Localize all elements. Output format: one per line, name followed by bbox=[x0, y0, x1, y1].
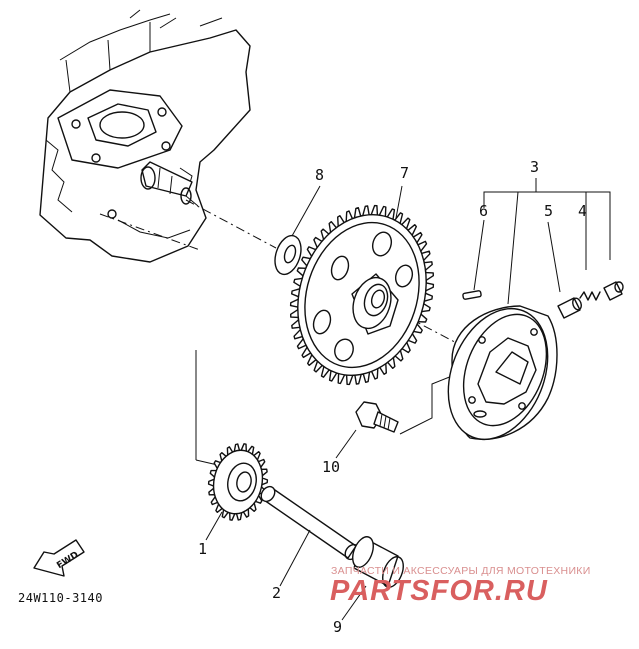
assembly-center-line bbox=[99, 199, 471, 435]
callout-2: 2 bbox=[272, 584, 281, 602]
callout-3-bracket bbox=[483, 178, 611, 305]
callout-labels: 8 7 3 6 5 4 10 1 2 9 bbox=[198, 158, 587, 636]
callout-6: 6 bbox=[479, 202, 488, 220]
callout-7: 7 bbox=[400, 164, 409, 182]
fwd-direction-arrow: FWD bbox=[33, 539, 85, 577]
part-7-starter-wheel-gear bbox=[289, 185, 435, 386]
part-2-idler-shaft bbox=[260, 485, 360, 587]
engine-crankcase bbox=[39, 9, 251, 263]
callout-8: 8 bbox=[315, 166, 324, 184]
callout-5: 5 bbox=[544, 202, 553, 220]
callout-4: 4 bbox=[578, 202, 587, 220]
part-5-roller bbox=[557, 297, 582, 319]
part-8-washer bbox=[274, 185, 321, 276]
watermark-tagline: ЗАПЧАСТИ И АКСЕССУАРЫ ДЛЯ МОТОТЕХНИКИ bbox=[331, 565, 591, 577]
part-3-starter-clutch-assembly bbox=[447, 305, 558, 441]
callout-9: 9 bbox=[333, 618, 342, 636]
part-10-bolt bbox=[335, 401, 399, 459]
watermark-brand: PARTSFOR.RU bbox=[330, 575, 548, 607]
part-6-pin bbox=[462, 219, 485, 300]
callout-3: 3 bbox=[530, 158, 539, 176]
callout-1: 1 bbox=[198, 540, 207, 558]
part-1-idler-gear bbox=[195, 350, 269, 541]
part-4-spring-plunger bbox=[579, 281, 624, 301]
watermark: ЗАПЧАСТИ И АКСЕССУАРЫ ДЛЯ МОТОТЕХНИКИ PA… bbox=[330, 565, 591, 607]
drawing-code: 24W110-3140 bbox=[18, 591, 103, 605]
callout-10: 10 bbox=[322, 458, 340, 476]
part-9-bushing bbox=[341, 536, 404, 621]
